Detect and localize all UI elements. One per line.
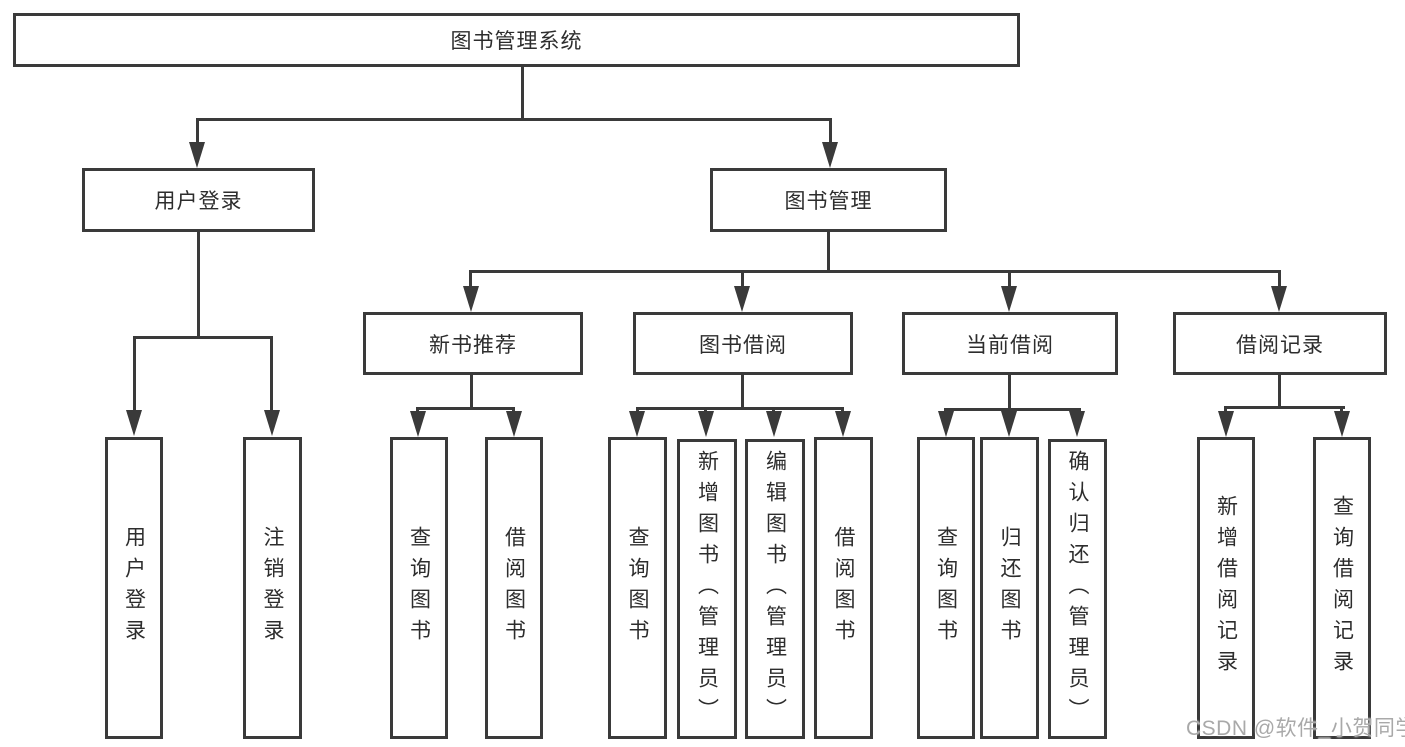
connector-bookborrow-stem [741, 375, 744, 407]
node-book-mgmt: 图书管理 [710, 168, 947, 232]
connector-drop-newbookrec [469, 270, 472, 287]
node-book-mgmt-label: 图书管理 [784, 190, 873, 213]
connector-cb-drop2 [1007, 408, 1010, 413]
leaf-current-return: 归还图书 [980, 437, 1039, 739]
node-user-login: 用户登录 [82, 168, 315, 232]
leaf-user-login-label: 用户登录 [122, 526, 146, 650]
arrow-to-user-login [189, 142, 205, 168]
connector-newbookrec-rail [416, 407, 515, 410]
leaf-current-return-label: 归还图书 [998, 526, 1021, 650]
connector-br-left-drop [1224, 406, 1227, 413]
leaf-record-add-label: 新增借阅记录 [1214, 495, 1238, 681]
arrow-to-cb-return [1001, 411, 1017, 437]
leaf-borrow-borrow-book: 借阅图书 [814, 437, 873, 739]
arrow-to-nb-borrow [506, 411, 522, 437]
leaf-logout: 注销登录 [243, 437, 302, 739]
connector-drop-bookborrow [741, 270, 744, 287]
connector-bookmgmt-rail [469, 270, 1281, 273]
leaf-current-query-label: 查询图书 [934, 526, 958, 650]
node-borrow-record-label: 借阅记录 [1236, 333, 1324, 357]
arrow-to-borrowrecord [1271, 286, 1287, 312]
arrow-to-nb-query [410, 411, 426, 437]
node-current-borrow: 当前借阅 [902, 312, 1118, 375]
connector-root-rail [196, 118, 832, 121]
leaf-user-login: 用户登录 [105, 437, 163, 739]
leaf-current-confirm-label: 确认归还（管理员） [1066, 449, 1089, 729]
leaf-newbook-borrow: 借阅图书 [485, 437, 543, 739]
leaf-current-confirm: 确认归还（管理员） [1048, 439, 1107, 739]
connector-userlogin-stem [197, 232, 200, 336]
connector-bb-drop2 [704, 407, 707, 414]
leaf-current-query: 查询图书 [917, 437, 975, 739]
arrow-to-bb-edit [766, 411, 782, 437]
node-new-book-rec: 新书推荐 [363, 312, 583, 375]
connector-cb-drop1 [944, 408, 947, 413]
arrow-to-cb-confirm [1069, 411, 1085, 437]
connector-root-stem [521, 67, 524, 119]
node-root-label: 图书管理系统 [450, 30, 583, 53]
connector-cb-drop3 [1076, 408, 1079, 413]
connector-bb-drop4 [841, 407, 844, 414]
leaf-borrow-add-book-label: 新增图书（管理员） [695, 449, 719, 729]
connector-currentborrow-rail [944, 408, 1081, 411]
arrow-to-br-add [1218, 411, 1234, 437]
connector-root-left-drop [196, 118, 199, 144]
node-user-login-label: 用户登录 [154, 190, 243, 213]
leaf-borrow-borrow-book-label: 借阅图书 [832, 526, 855, 650]
leaf-record-add: 新增借阅记录 [1197, 437, 1255, 739]
leaf-record-query: 查询借阅记录 [1313, 437, 1371, 739]
leaf-borrow-query-label: 查询图书 [626, 526, 649, 650]
connector-userlogin-left-drop [133, 336, 136, 411]
connector-bb-drop3 [772, 407, 775, 414]
connector-bb-drop1 [636, 407, 639, 414]
arrow-to-leaf-logout [264, 410, 280, 436]
node-current-borrow-label: 当前借阅 [966, 333, 1054, 357]
leaf-logout-label: 注销登录 [261, 526, 284, 650]
node-book-borrow-label: 图书借阅 [699, 333, 787, 357]
connector-root-right-drop [829, 118, 832, 144]
connector-userlogin-rail [133, 336, 273, 339]
connector-bookborrow-rail [636, 407, 844, 410]
node-book-borrow: 图书借阅 [633, 312, 853, 375]
arrow-to-bb-query [629, 411, 645, 437]
arrow-to-currentborrow [1001, 286, 1017, 312]
node-root: 图书管理系统 [13, 13, 1020, 67]
arrow-to-bookborrow [734, 286, 750, 312]
connector-nb-right-drop [512, 407, 515, 414]
leaf-borrow-query: 查询图书 [608, 437, 667, 739]
node-new-book-rec-label: 新书推荐 [429, 333, 517, 357]
arrow-to-cb-query [938, 411, 954, 437]
arrow-to-br-query [1334, 411, 1350, 437]
leaf-borrow-edit-book-label: 编辑图书（管理员） [763, 449, 787, 729]
connector-newbookrec-stem [470, 375, 473, 407]
connector-drop-currentborrow [1008, 270, 1011, 287]
arrow-to-bb-add [698, 411, 714, 437]
node-borrow-record: 借阅记录 [1173, 312, 1387, 375]
connector-borrowrecord-rail [1224, 406, 1345, 409]
connector-userlogin-right-drop [270, 336, 273, 411]
arrow-to-newbookrec [463, 286, 479, 312]
arrow-to-book-mgmt [822, 142, 838, 168]
leaf-record-query-label: 查询借阅记录 [1330, 495, 1354, 681]
connector-currentborrow-stem [1008, 375, 1011, 408]
connector-nb-left-drop [416, 407, 419, 414]
leaf-newbook-query-label: 查询图书 [407, 526, 431, 650]
leaf-borrow-edit-book: 编辑图书（管理员） [745, 439, 805, 739]
connector-borrowrecord-stem [1278, 375, 1281, 406]
connector-bookmgmt-stem [827, 232, 830, 270]
arrow-to-bb-borrow [835, 411, 851, 437]
leaf-borrow-add-book: 新增图书（管理员） [677, 439, 737, 739]
leaf-newbook-query: 查询图书 [390, 437, 448, 739]
arrow-to-leaf-user-login [126, 410, 142, 436]
connector-drop-borrowrecord [1278, 270, 1281, 287]
csdn-watermark: CSDN @软件_小贺同学 [1186, 717, 1405, 740]
connector-br-right-drop [1340, 406, 1343, 413]
leaf-newbook-borrow-label: 借阅图书 [502, 526, 526, 650]
